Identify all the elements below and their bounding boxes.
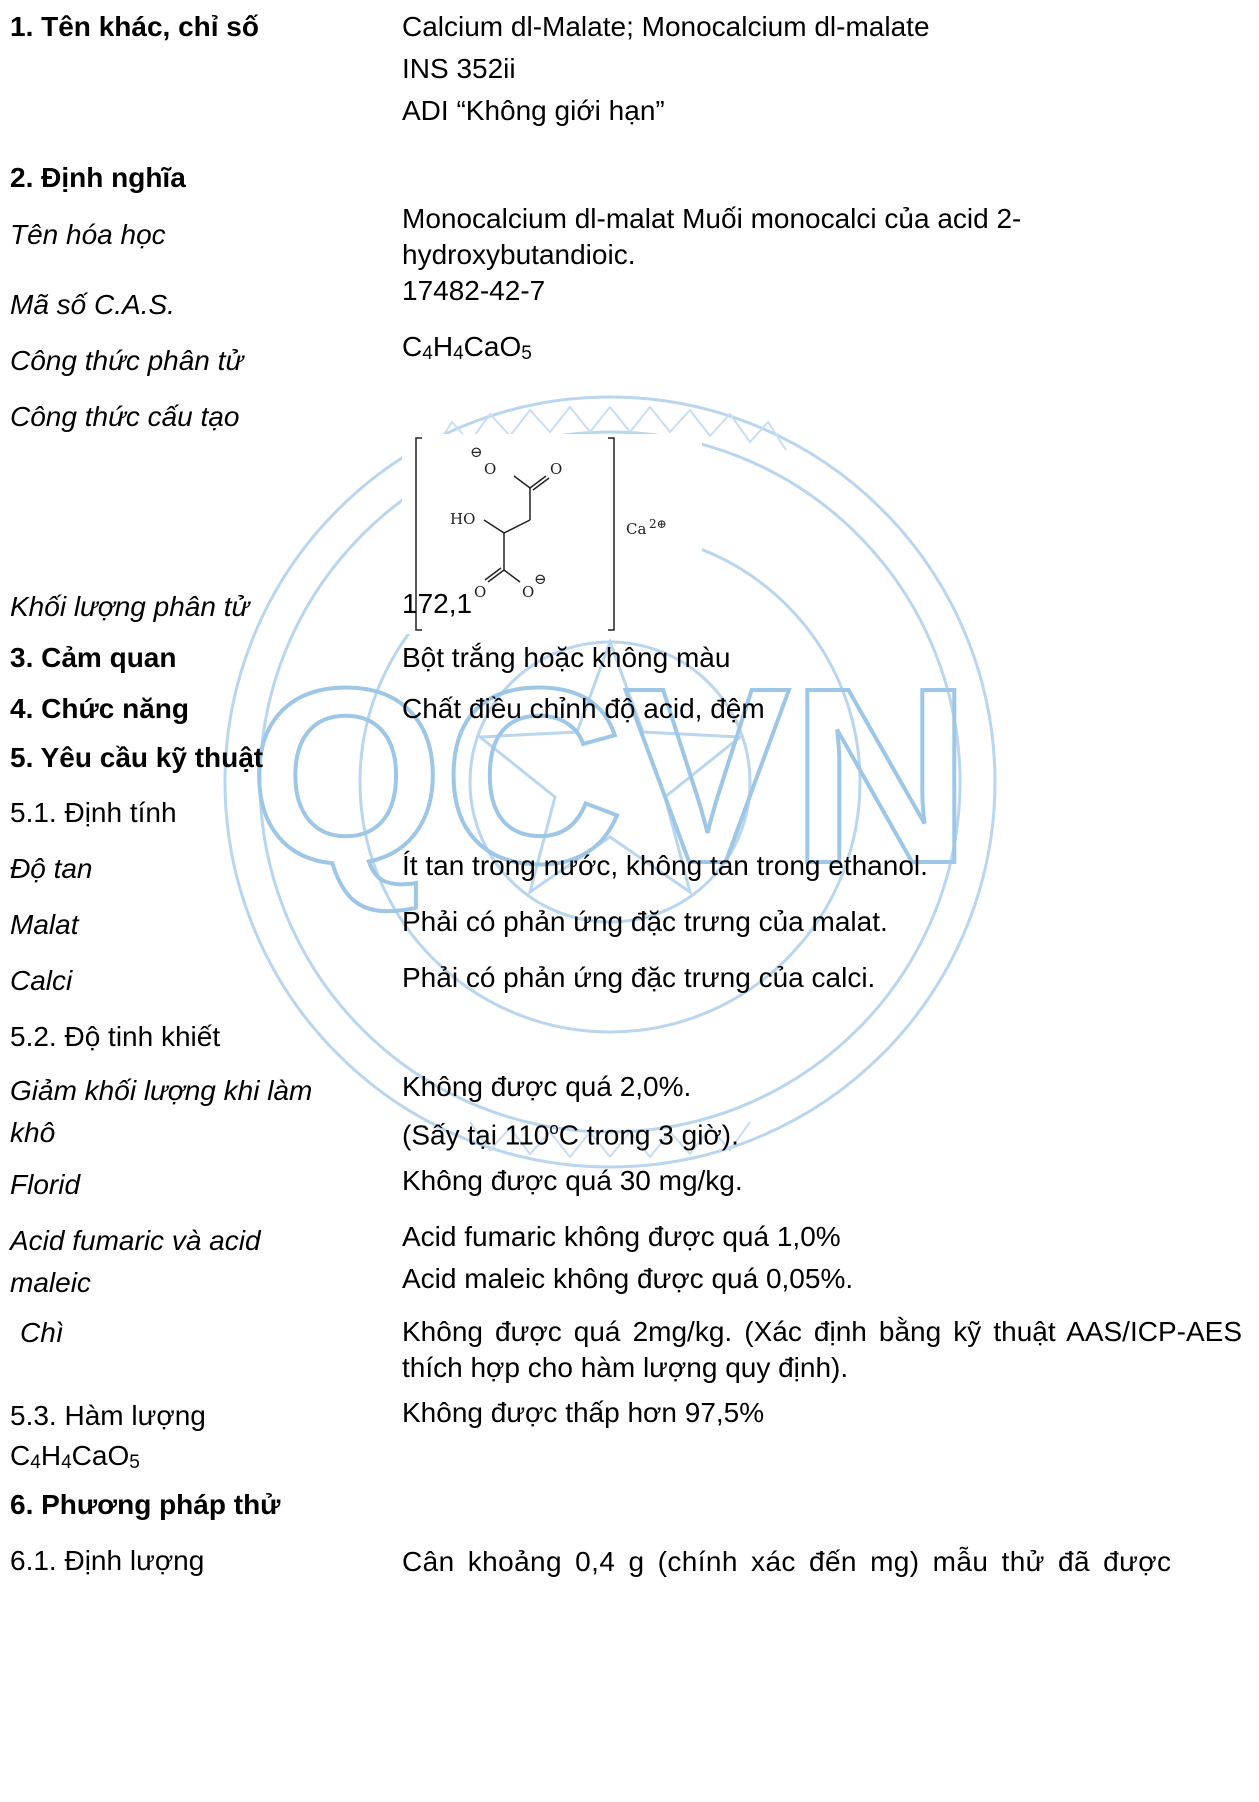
- fumaric-limit: Acid fumaric không được quá 1,0%: [402, 1221, 841, 1252]
- adi-line: ADI “Không giới hạn”: [402, 95, 665, 126]
- maleic-limit: Acid maleic không được quá 0,05%.: [402, 1263, 854, 1294]
- section-value: Bột trắng hoặc không màu: [402, 642, 731, 673]
- field-label: Tên hóa học: [10, 219, 166, 250]
- synonyms-line: Calcium dl-Malate; Monocalcium dl-malate: [402, 11, 930, 42]
- field-label: Công thức cấu tạo: [10, 401, 240, 432]
- field-label: Florid: [10, 1169, 81, 1200]
- section-value: Calcium dl-Malate; Monocalcium dl-malate…: [402, 6, 1242, 132]
- field-value: Phải có phản ứng đặc trưng của calci.: [402, 962, 876, 993]
- section-label: 1. Tên khác, chỉ số: [10, 11, 259, 42]
- svg-text:O: O: [550, 460, 562, 478]
- field-value: Phải có phản ứng đặc trưng của malat.: [402, 906, 888, 937]
- field-label: Chì: [20, 1317, 64, 1348]
- subsection-label: 5.1. Định tính: [10, 797, 177, 828]
- molecular-formula: C4H4CaO5: [402, 331, 532, 364]
- subsection-label: 6.1. Định lượng: [10, 1545, 205, 1576]
- field-label: Mã số C.A.S.: [10, 289, 175, 320]
- section-label: 2. Định nghĩa: [10, 162, 186, 193]
- field-label: Calci: [10, 965, 73, 996]
- subsection-label: 5.3. Hàm lượng C4H4CaO5: [10, 1400, 206, 1473]
- section-label: 3. Cảm quan: [10, 642, 177, 673]
- field-label: Malat: [10, 909, 79, 940]
- field-label: Giảm khối lượng khi làm khô: [10, 1075, 313, 1148]
- drying-condition: (Sấy tại 110oC trong 3 giờ).: [402, 1119, 739, 1151]
- field-label: Acid fumaric và acid maleic: [10, 1225, 261, 1298]
- field-label: Độ tan: [10, 853, 93, 884]
- field-value: Cân khoảng 0,4 g (chính xác đến mg) mẫu …: [402, 1546, 1172, 1577]
- field-value: 172,1: [402, 588, 473, 619]
- svg-text:⊖: ⊖: [470, 443, 483, 461]
- section-label: 5. Yêu cầu kỹ thuật: [10, 742, 264, 773]
- loss-limit: Không được quá 2,0%.: [402, 1071, 692, 1102]
- section-label: 4. Chức năng: [10, 693, 189, 724]
- svg-text:2⊕: 2⊕: [649, 517, 667, 531]
- section-label: 6. Phương pháp thử: [10, 1489, 281, 1520]
- field-value: Không được quá 2mg/kg. (Xác định bằng kỹ…: [402, 1316, 1242, 1383]
- field-value: Acid fumaric không được quá 1,0% Acid ma…: [402, 1216, 1242, 1300]
- section-value: Chất điều chỉnh độ acid, đệm: [402, 693, 765, 724]
- svg-text:O: O: [484, 460, 496, 478]
- field-value: Monocalcium dl-malat Muối monocalci của …: [402, 203, 1022, 270]
- field-label: Công thức phân tử: [10, 345, 244, 376]
- field-value: Không được quá 30 mg/kg.: [402, 1165, 743, 1196]
- svg-text:Ca: Ca: [626, 520, 646, 538]
- field-value: Không được thấp hơn 97,5%: [402, 1397, 765, 1428]
- svg-text:HO: HO: [450, 510, 475, 528]
- field-label: Khối lượng phân tử: [10, 591, 250, 622]
- ins-line: INS 352ii: [402, 53, 516, 84]
- field-value: Không được quá 2,0%. (Sấy tại 110oC tron…: [402, 1066, 1242, 1156]
- field-value: 17482-42-7: [402, 275, 546, 306]
- subsection-label: 5.2. Độ tinh khiết: [10, 1021, 221, 1052]
- field-value: Ít tan trong nước, không tan trong ethan…: [402, 850, 928, 881]
